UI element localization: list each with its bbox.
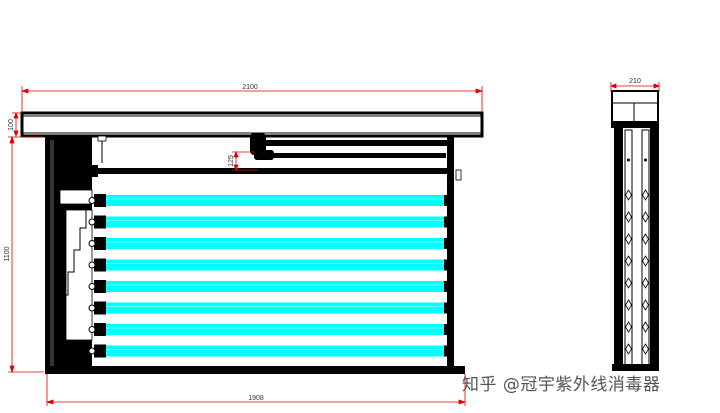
lamp-right-cap bbox=[444, 238, 448, 249]
side-lamp-mark bbox=[625, 211, 632, 223]
support-rod bbox=[94, 168, 449, 174]
uv-lamp bbox=[106, 345, 448, 357]
side-right-post bbox=[650, 127, 659, 370]
dim-beam-height: 100 bbox=[8, 119, 15, 131]
lamp-end-cap bbox=[94, 194, 106, 207]
side-bolt bbox=[627, 158, 630, 162]
dim-top-width: 2100 bbox=[242, 84, 258, 91]
uv-lamp bbox=[106, 302, 448, 314]
lamp-connector bbox=[88, 240, 96, 247]
elbow-fitting bbox=[250, 133, 266, 155]
dim-offset: 125 bbox=[228, 155, 235, 167]
side-lamp-marks bbox=[625, 158, 649, 355]
stepped-manifold bbox=[56, 189, 93, 346]
header-pipe-top bbox=[258, 140, 450, 146]
side-lamp-mark bbox=[625, 343, 632, 355]
dim-side-width: 210 bbox=[629, 78, 641, 85]
side-lamp-mark bbox=[642, 233, 649, 245]
uv-lamps bbox=[88, 194, 448, 358]
lamp-connector bbox=[88, 261, 96, 269]
lamp-right-cap bbox=[444, 345, 448, 357]
lamp-end-cap bbox=[94, 344, 106, 358]
lamp-connector bbox=[88, 326, 96, 333]
side-left-post bbox=[614, 127, 623, 370]
lamp-right-cap bbox=[444, 324, 448, 335]
lamp-end-cap bbox=[94, 237, 106, 250]
lamp-right-cap bbox=[444, 195, 448, 206]
uv-lamp bbox=[106, 238, 448, 249]
bottom-beam bbox=[45, 366, 465, 374]
side-view bbox=[611, 90, 659, 371]
front-view bbox=[20, 111, 484, 374]
side-lamp-mark bbox=[625, 233, 632, 245]
uv-lamp bbox=[106, 281, 448, 292]
side-lamp-mark bbox=[642, 277, 649, 289]
side-lamp-mark bbox=[642, 321, 649, 333]
dim-bottom-width: 1908 bbox=[248, 395, 264, 402]
uv-lamp bbox=[106, 324, 448, 335]
dimension-labels: 2100 1908 1100 100 125 210 bbox=[4, 78, 641, 402]
lamp-right-cap bbox=[444, 302, 448, 314]
side-lamp-mark bbox=[642, 189, 649, 201]
side-lamp-mark bbox=[625, 321, 632, 333]
side-lamp-mark bbox=[642, 343, 649, 355]
lamp-right-cap bbox=[444, 259, 448, 271]
lamp-end-cap bbox=[94, 301, 106, 315]
right-post bbox=[447, 137, 454, 370]
lamp-connector bbox=[88, 283, 96, 290]
lamp-end-cap bbox=[94, 323, 106, 336]
side-lamp-mark bbox=[642, 255, 649, 267]
lamp-end-cap bbox=[94, 280, 106, 293]
side-lamp-mark bbox=[642, 299, 649, 311]
lamp-connector bbox=[88, 304, 96, 312]
dimension-lines bbox=[8, 82, 661, 406]
watermark: 知乎 @冠宇紫外线消毒器 bbox=[462, 375, 661, 395]
lamp-end-cap bbox=[94, 215, 106, 229]
side-lamp-mark bbox=[625, 255, 632, 267]
lamp-end-cap bbox=[94, 258, 106, 272]
lamp-right-cap bbox=[444, 281, 448, 292]
lamp-connector bbox=[88, 218, 96, 226]
lamp-right-cap bbox=[444, 216, 448, 228]
lamp-connector bbox=[88, 197, 96, 204]
side-bolt bbox=[644, 158, 647, 162]
side-lamp-mark bbox=[625, 277, 632, 289]
header-pipe-bottom bbox=[268, 153, 446, 158]
side-lamp-mark bbox=[625, 299, 632, 311]
side-lamp-mark bbox=[642, 211, 649, 223]
side-lamp-mark bbox=[625, 189, 632, 201]
dim-total-height: 1100 bbox=[4, 246, 11, 261]
lamp-connector bbox=[88, 347, 96, 355]
uv-lamp bbox=[106, 216, 448, 228]
uv-lamp bbox=[106, 195, 448, 206]
uv-lamp bbox=[106, 259, 448, 271]
side-bottom bbox=[612, 364, 659, 371]
